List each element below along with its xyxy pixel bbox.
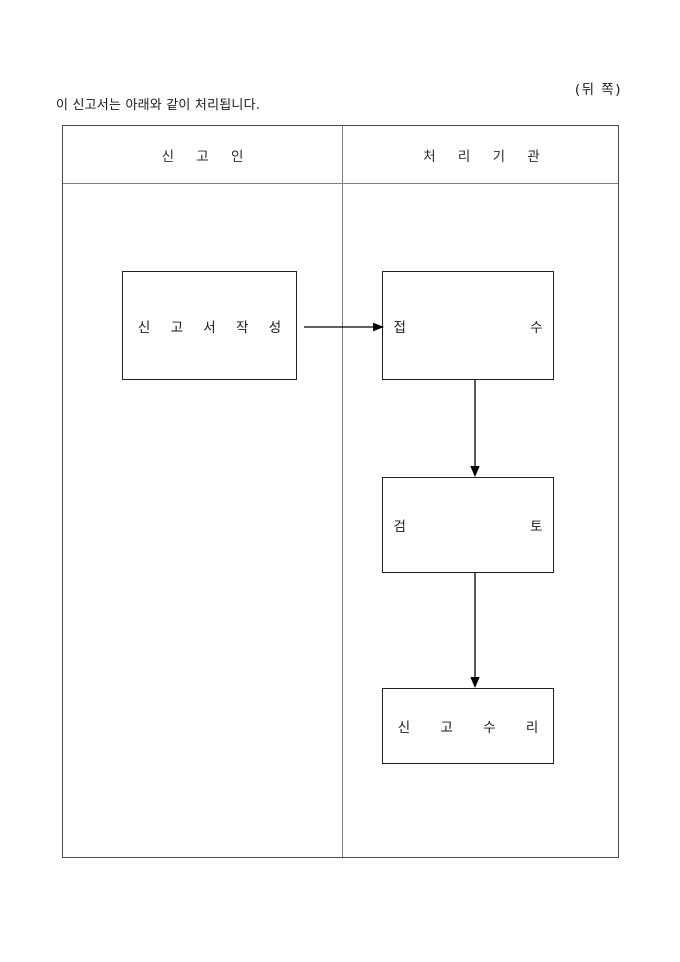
arrow-down-icon-receipt-to-review — [470, 380, 480, 477]
column-header-declarant: 신 고 인 — [161, 148, 253, 165]
arrow-right-icon-prepare-to-receipt — [304, 322, 384, 332]
header-row-divider — [63, 183, 618, 184]
flow-box-receipt: 접 수 — [382, 271, 554, 380]
process-flow-table: 신 고 인 처 리 기 관 신 고 서 작 성 접 수 검 토 신 고 수 리 — [62, 125, 619, 858]
column-header-processing-agency: 처 리 기 관 — [423, 148, 549, 165]
page-side-marker: (뒤 쪽) — [574, 82, 622, 98]
processing-notice-text: 이 신고서는 아래와 같이 처리됩니다. — [56, 98, 261, 113]
flow-box-acceptance: 신 고 수 리 — [382, 688, 554, 764]
flow-box-prepare-form: 신 고 서 작 성 — [122, 271, 297, 380]
arrow-down-icon-review-to-acceptance — [470, 573, 480, 688]
flow-box-review: 검 토 — [382, 477, 554, 573]
column-divider — [342, 126, 343, 857]
